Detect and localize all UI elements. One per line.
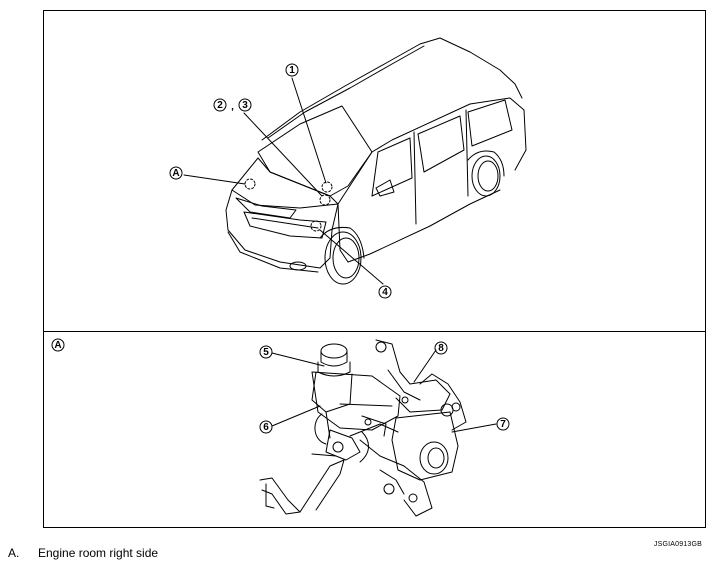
callout-7: 7 — [500, 419, 506, 430]
callout-a-circle — [169, 166, 183, 180]
marker-a — [244, 178, 256, 190]
callout-6-circle — [259, 420, 273, 434]
callout-5: 5 — [263, 347, 269, 358]
callout-a-panel: A — [54, 340, 61, 351]
callout-separator: , — [231, 102, 234, 113]
figure-frame — [43, 10, 706, 528]
callout-a-panel-circle — [51, 338, 65, 352]
callout-8-circle — [434, 341, 448, 355]
marker-4 — [310, 220, 322, 232]
callout-6: 6 — [263, 422, 269, 433]
figure-id: JSGIA0913GB — [653, 541, 702, 548]
callout-5-circle — [259, 345, 273, 359]
callout-a: A — [172, 168, 179, 179]
callout-1-circle — [285, 63, 299, 77]
callout-3-circle — [238, 98, 252, 112]
marker-1 — [321, 181, 333, 193]
callout-8: 8 — [438, 343, 444, 354]
callout-3: 3 — [242, 100, 248, 111]
marker-2-3 — [319, 194, 331, 206]
callout-circles — [51, 63, 510, 434]
callout-4-circle — [378, 285, 392, 299]
callout-4: 4 — [382, 287, 388, 298]
leader-lines-bottom — [271, 349, 497, 433]
leader-lines-top — [183, 77, 384, 285]
legend-key: A. — [8, 546, 20, 560]
actuator-illustration — [259, 339, 467, 517]
callout-1: 1 — [289, 65, 295, 76]
legend-text: Engine room right side — [38, 546, 159, 560]
legend: A. Engine room right side — [8, 546, 158, 560]
callout-2-circle — [213, 98, 227, 112]
panel-divider — [43, 331, 706, 332]
callout-2: 2 — [217, 100, 223, 111]
location-markers — [244, 178, 333, 232]
vehicle-illustration — [225, 37, 527, 285]
callout-7-circle — [496, 417, 510, 431]
